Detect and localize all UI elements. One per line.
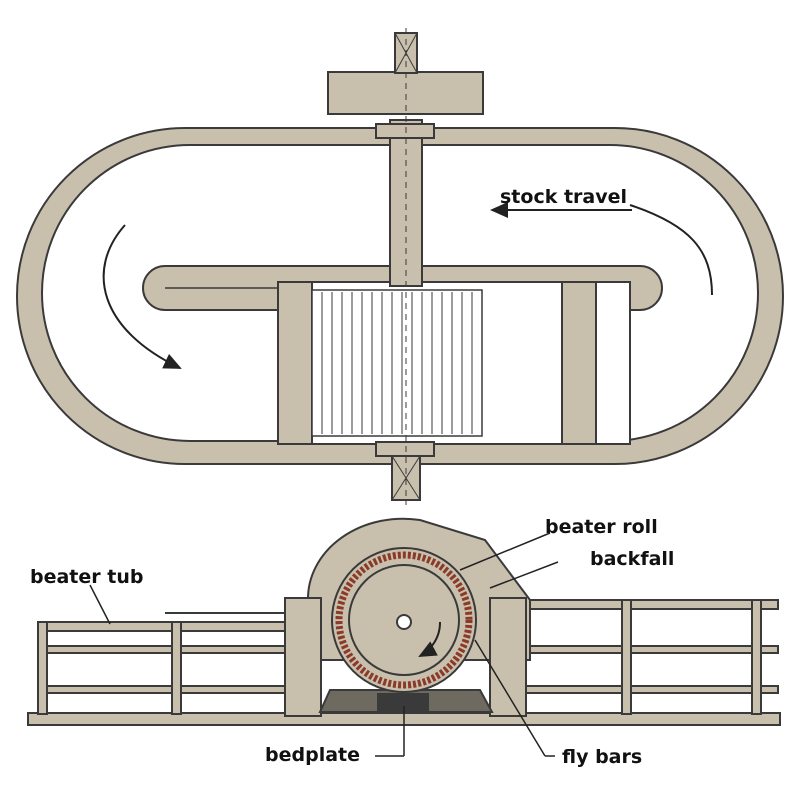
collar-top (375, 123, 435, 139)
rotation-arrow (418, 621, 442, 657)
flow-arrow-right (629, 204, 713, 296)
housing-wall-left (277, 281, 313, 445)
leader-backfall (489, 561, 559, 589)
plan-view (16, 28, 784, 505)
housing-wall-right (561, 281, 597, 445)
side-view (27, 517, 781, 726)
label-stock-travel: stock travel (500, 186, 628, 208)
pedestal-left (284, 597, 322, 717)
flow-arrow-left (102, 224, 182, 369)
label-bedplate: bedplate (265, 744, 360, 766)
flow-arrows (102, 202, 713, 369)
bedplate-insert (377, 693, 429, 713)
roll-hub (396, 614, 412, 630)
leader-beater-tub (89, 584, 111, 625)
tub-frame-left (37, 621, 289, 715)
collar-bottom (375, 441, 435, 457)
tub-frame-right (519, 599, 779, 715)
label-beater-roll: beater roll (545, 516, 658, 538)
leader-fly-bars (474, 639, 546, 757)
label-fly-bars: fly bars (562, 746, 643, 768)
roll-bars-plan (321, 292, 473, 434)
label-backfall: backfall (590, 548, 675, 570)
leader-lines (89, 532, 559, 757)
leader-beater-roll (459, 532, 551, 571)
label-beater-tub: beater tub (30, 566, 144, 588)
fly-bar-ring (335, 551, 473, 689)
pedestal-right (489, 597, 527, 717)
beater-roll-plan (311, 289, 483, 437)
